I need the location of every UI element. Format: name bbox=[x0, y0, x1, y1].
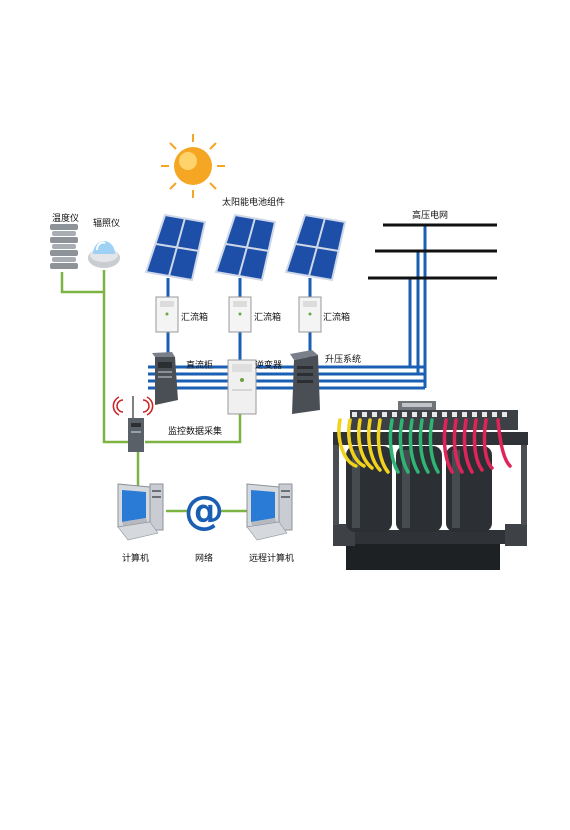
signal-lines bbox=[60, 270, 247, 513]
network-at-symbol: @ bbox=[184, 488, 224, 534]
inverter-label: 逆变器 bbox=[255, 361, 283, 371]
thermometer-icon bbox=[50, 224, 78, 269]
boost-system-label: 升压系统 bbox=[325, 355, 362, 365]
inverter-icon bbox=[227, 359, 257, 415]
combiner-box-1-label: 汇流箱 bbox=[181, 313, 209, 323]
sun-icon bbox=[161, 134, 225, 198]
transformer-illustration bbox=[333, 401, 528, 570]
solar-panel-3 bbox=[284, 213, 347, 282]
solar-panel-2 bbox=[214, 213, 277, 282]
high-voltage-grid-lines bbox=[368, 223, 497, 280]
irradiance-meter-label: 辐照仪 bbox=[93, 219, 121, 229]
dc-cabinet-label: 直流柜 bbox=[186, 361, 214, 371]
combiner-box-3-label: 汇流箱 bbox=[323, 313, 351, 323]
remote-computer-label: 远程计算机 bbox=[249, 554, 295, 564]
data-collector-icon bbox=[112, 396, 154, 452]
combiner-box-2-label: 汇流箱 bbox=[254, 313, 282, 323]
thermometer-label: 温度仪 bbox=[52, 214, 80, 224]
boost-system-cabinet-icon bbox=[290, 350, 320, 414]
solar-modules-label: 太阳能电池组件 bbox=[222, 198, 286, 208]
irradiance-meter-icon bbox=[88, 241, 120, 268]
remote-computer-icon bbox=[246, 483, 293, 541]
combiner-box-2 bbox=[228, 296, 252, 333]
network-label: 网络 bbox=[195, 554, 214, 564]
combiner-box-1 bbox=[155, 296, 179, 333]
computer-icon bbox=[117, 483, 164, 541]
computer-label: 计算机 bbox=[122, 554, 150, 564]
dc-cabinet-icon bbox=[152, 352, 178, 405]
high-voltage-grid-label: 高压电网 bbox=[412, 211, 449, 221]
solar-panel-1 bbox=[144, 213, 207, 282]
combiner-box-3 bbox=[298, 296, 322, 333]
monitoring-label: 监控数据采集 bbox=[168, 427, 223, 437]
